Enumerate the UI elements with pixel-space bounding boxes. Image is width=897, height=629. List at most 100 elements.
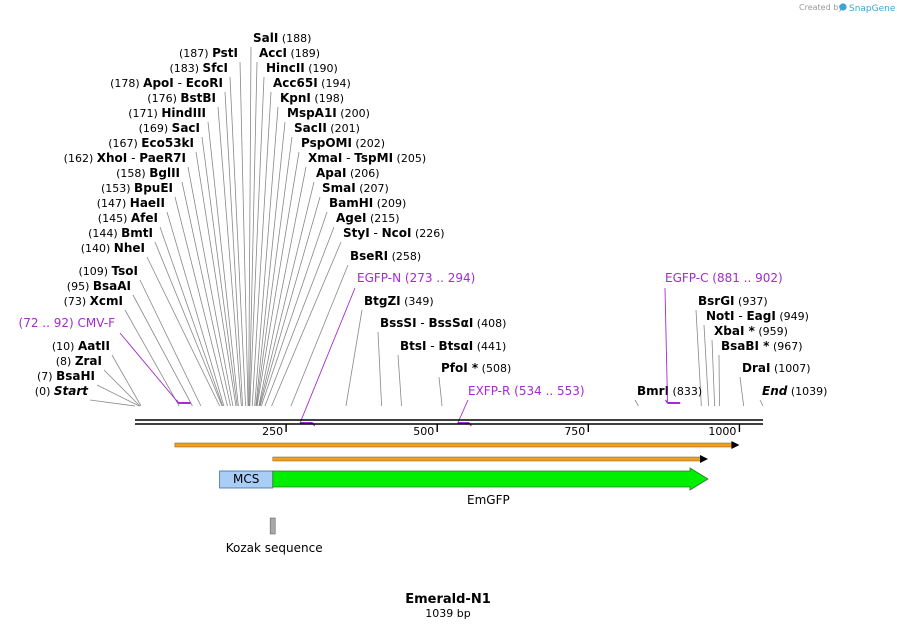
site-label-aatii: (10) AatII: [52, 339, 110, 353]
feature-mcs: MCS: [219, 470, 274, 489]
tick-label-500: 500: [413, 425, 434, 438]
site-label-bseri: BseRI (258): [350, 249, 421, 263]
connector-bmri: [634, 399, 639, 407]
site-label-hincii: HincII (190): [266, 61, 338, 75]
connector-psti: [239, 61, 249, 407]
site-label-btsi-bts-i: BtsI - BtsαI (441): [400, 339, 506, 353]
orf-layer: [174, 441, 740, 463]
primer-exfp-r: EXFP-R (534 .. 553): [457, 384, 585, 427]
connector-styi-ncoi: [271, 241, 342, 407]
connector-bsrgi: [695, 309, 702, 407]
primer-leader-cmv-f: [119, 332, 179, 404]
connector-kpni: [254, 106, 279, 407]
connector-saci: [201, 136, 238, 407]
connector-zrai: [103, 369, 141, 407]
primer-egfp-c: EGFP-C (881 .. 902): [664, 271, 783, 404]
feature-arrow-emgfp: [272, 467, 709, 491]
site-label-start: (0) Start: [35, 384, 89, 398]
site-label-haeii: (147) HaeII: [97, 196, 165, 210]
site-label-mspa1i: MspA1I (200): [287, 106, 370, 120]
connector-mspa1i: [255, 121, 286, 407]
connector-aatii: [111, 354, 142, 407]
tick-label-250: 250: [262, 425, 283, 438]
connector-smai: [259, 196, 321, 407]
site-label-apoi-ecori: (178) ApoI - EcoRI: [110, 76, 223, 90]
feature-label-emgfp: EmGFP: [467, 493, 510, 507]
connector-xhoi-paer7i: [187, 166, 234, 407]
site-label-apai: ApaI (206): [316, 166, 380, 180]
site-label-drai: DraI (1007): [742, 361, 811, 375]
site-label-sfci: (183) SfcI: [169, 61, 228, 75]
connector-apoi-ecori: [224, 91, 243, 407]
site-label-acc65i: Acc65I (194): [273, 76, 351, 90]
connector-afei: [159, 226, 224, 407]
primer-layer: (72 .. 92) CMV-F EGFP-N (273 .. 294)EXFP-…: [19, 271, 783, 427]
site-label-bmti: (144) BmtI: [88, 226, 153, 240]
connector-sacii: [256, 136, 293, 407]
connector-noti-eagi: [703, 324, 710, 407]
tick-label-750: 750: [564, 425, 585, 438]
credit-badge: Created by SnapGene: [799, 3, 896, 14]
connector-bsahi: [96, 384, 140, 407]
site-label-kpni: KpnI (198): [280, 91, 344, 105]
site-label-pfoi: PfoI * (508): [441, 361, 511, 375]
connector-btsi-bts-i: [397, 354, 402, 407]
connector-bamhi: [260, 211, 328, 407]
site-label-zrai: (8) ZraI: [56, 354, 102, 368]
site-label-end: End (1039): [762, 384, 827, 398]
orf-2-arrow: [272, 455, 708, 463]
connector-end: [759, 399, 764, 407]
site-label-pspomi: PspOMI (202): [301, 136, 385, 150]
connector-xmai-tspmi: [258, 166, 307, 407]
site-label-afei: (145) AfeI: [98, 211, 158, 225]
site-label-sacii: SacII (201): [294, 121, 360, 135]
site-label-eco53ki: (167) Eco53kI: [108, 136, 194, 150]
primer-label-egfp-c: EGFP-C (881 .. 902): [665, 271, 783, 285]
orf-2-bar: [272, 456, 703, 462]
snapgene-logo-icon: [839, 3, 847, 11]
site-label-noti-eagi: NotI - EagI (949): [706, 309, 809, 323]
tick-label-1000: 1000: [708, 425, 736, 438]
connector-haeii: [166, 211, 225, 407]
feature-label-kozak-sequence: Kozak sequence: [226, 541, 323, 555]
connector-acc65i: [251, 91, 272, 407]
connector-bsssi-bsss-i: [377, 331, 383, 407]
site-label-styi-ncoi: StyI - NcoI (226): [343, 226, 445, 240]
site-label-bpuei: (153) BpuEI: [101, 181, 173, 195]
connector-bstbi: [217, 106, 242, 407]
sequence-length: 1039 bp: [425, 607, 470, 620]
orf-2-head: [699, 455, 708, 463]
connector-eco53ki: [195, 151, 237, 407]
feature-kozak-sequence: Kozak sequence: [226, 517, 323, 555]
site-label-bsssi-bsss-i: BssSI - BssSαI (408): [380, 316, 506, 330]
site-label-bsahi: (7) BsaHI: [37, 369, 95, 383]
site-label-agei: AgeI (215): [336, 211, 400, 225]
primer-egfp-n: EGFP-N (273 .. 294): [299, 271, 475, 427]
feature-layer: MCS EmGFP Kozak sequence: [219, 467, 709, 555]
restriction-site-labels: (187) PstI(183) SfcI(178) ApoI - EcoRI(1…: [35, 31, 828, 398]
connector-bseri: [290, 264, 349, 407]
feature-label-mcs: MCS: [233, 472, 259, 486]
site-label-bmri: BmrI (833): [637, 384, 702, 398]
feature-emgfp: EmGFP: [272, 467, 709, 507]
connector-btgzi: [345, 309, 363, 407]
connector-drai: [739, 376, 745, 407]
connector-agei: [264, 226, 335, 407]
connector-bsaai: [132, 294, 193, 407]
site-label-bamhi: BamHI (209): [329, 196, 406, 210]
connector-hindiii: [207, 121, 239, 407]
site-label-smai: SmaI (207): [322, 181, 389, 195]
site-label-bsabi: BsaBI * (967): [721, 339, 803, 353]
site-label-hindiii: (171) HindIII: [128, 106, 206, 120]
map-title: Emerald-N1: [405, 592, 491, 607]
primer-leader-egfp-c: [664, 287, 668, 404]
primer-label-cmv-f: (72 .. 92) CMV-F: [19, 316, 116, 330]
map-title-block: Emerald-N1 1039 bp: [405, 592, 491, 620]
connector-hincii: [249, 76, 265, 407]
site-label-bsrgi: BsrGI (937): [698, 294, 768, 308]
site-label-tsoi: (109) TsoI: [78, 264, 138, 278]
feature-box-kozak-sequence: [269, 517, 276, 535]
primer-leader-exfp-r: [457, 399, 469, 424]
orf-1-arrow: [174, 441, 740, 449]
